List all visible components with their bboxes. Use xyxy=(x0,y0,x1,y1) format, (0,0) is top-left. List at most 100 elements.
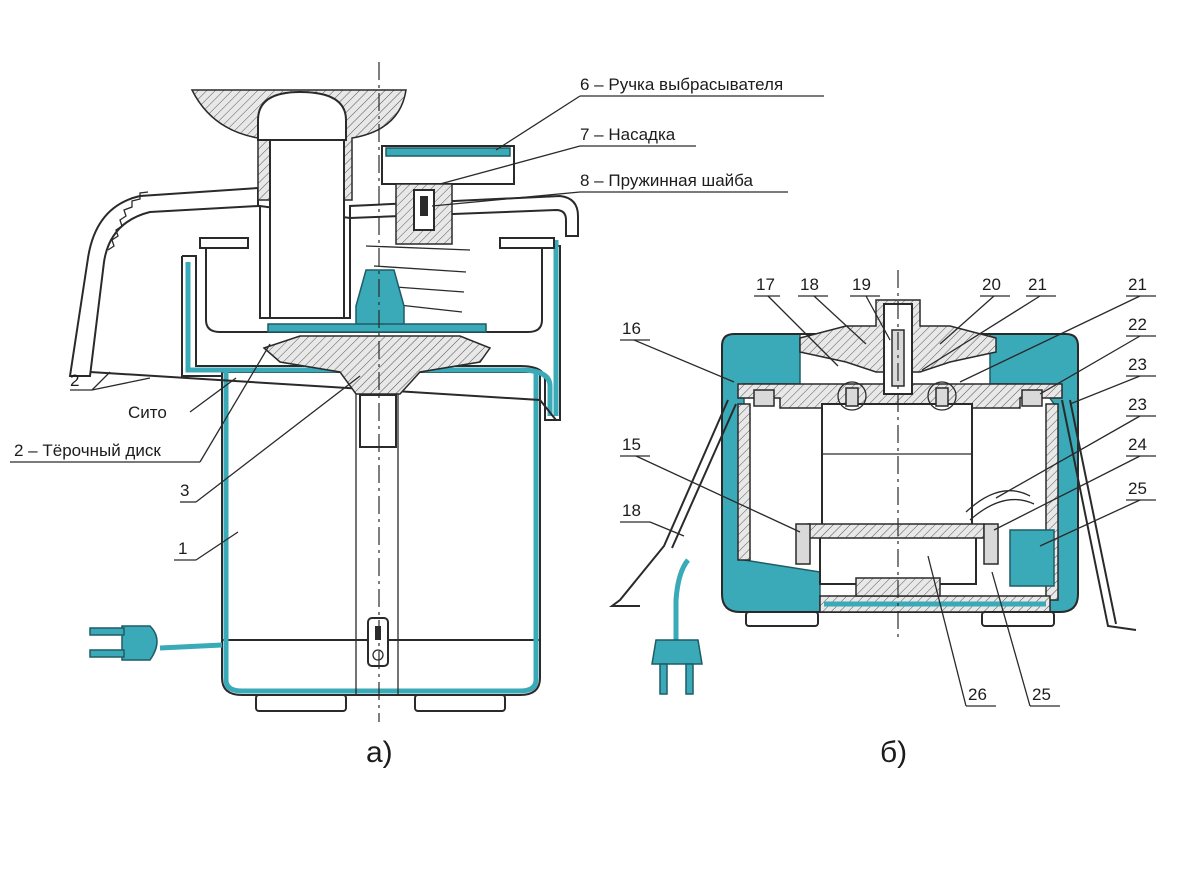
leader-22 xyxy=(1039,335,1141,395)
label-18-left: 18 xyxy=(622,501,641,520)
leader-7 xyxy=(439,145,581,185)
leader-19 xyxy=(865,295,891,341)
screw-left xyxy=(837,381,867,411)
wiring xyxy=(965,490,1035,521)
label-20: 20 xyxy=(982,275,1001,294)
leader-8 xyxy=(431,191,581,207)
leader-2a xyxy=(91,371,111,391)
label-sieve: Сито xyxy=(128,403,167,422)
label-nozzle: 7 – Насадка xyxy=(580,125,676,144)
sieve-rim-left xyxy=(199,237,249,249)
switch xyxy=(367,617,389,667)
bolt-15 xyxy=(795,523,811,565)
leader-26 xyxy=(927,555,967,707)
label-16: 16 xyxy=(622,319,641,338)
leader-17 xyxy=(767,295,839,367)
leader-25a xyxy=(1039,499,1141,547)
switch-slot xyxy=(375,626,381,640)
plug-b-prong-left xyxy=(659,663,668,695)
capacitor xyxy=(1009,529,1055,587)
screw-left-head xyxy=(845,387,859,407)
leader-25b xyxy=(991,571,1031,707)
leader-23b xyxy=(995,415,1141,499)
sieve-rim-right xyxy=(499,237,555,249)
feed-tube xyxy=(269,140,345,319)
drawing-a: 6 – Ручка выбрасывателя 7 – Насадка 8 – … xyxy=(10,62,824,769)
label-17: 17 xyxy=(756,275,775,294)
clamp-right xyxy=(1061,399,1137,631)
label-18-top: 18 xyxy=(800,275,819,294)
pusher-top xyxy=(257,90,347,141)
foot-right xyxy=(414,694,506,712)
label-25b: 25 xyxy=(1032,685,1051,704)
label-1: 1 xyxy=(178,539,187,558)
label-23a: 23 xyxy=(1128,355,1147,374)
label-22: 22 xyxy=(1128,315,1147,334)
spring-washer-core xyxy=(420,196,428,216)
plug-b xyxy=(651,639,703,665)
leader-2b xyxy=(91,377,151,391)
housing-b-left xyxy=(721,333,821,613)
label-21a: 21 xyxy=(1028,275,1047,294)
leader-16 xyxy=(633,339,735,383)
bolt-24 xyxy=(983,523,999,565)
label-26: 26 xyxy=(968,685,987,704)
collector-accent xyxy=(185,240,559,416)
leader-23a xyxy=(1069,375,1141,405)
ejector-handle-accent xyxy=(385,147,511,157)
housing-accent xyxy=(223,372,539,694)
sieve-slope xyxy=(89,371,557,421)
motor-stator xyxy=(821,403,973,533)
leader-15 xyxy=(635,455,801,533)
foot-b-right xyxy=(981,611,1055,627)
leader-18t xyxy=(813,295,867,345)
label-15: 15 xyxy=(622,435,641,454)
label-grater-disc: 2 – Тёрочный диск xyxy=(14,441,161,460)
caption-b: б) xyxy=(880,736,907,769)
grater-plate xyxy=(267,323,487,333)
housing-base xyxy=(221,639,541,696)
label-24: 24 xyxy=(1128,435,1147,454)
leader-24 xyxy=(993,455,1141,531)
label-19: 19 xyxy=(852,275,871,294)
label-3: 3 xyxy=(180,481,189,500)
foot-left xyxy=(255,694,347,712)
leader-21a xyxy=(921,295,1041,371)
grater-disc xyxy=(355,269,405,331)
label-2: 2 xyxy=(70,371,79,390)
label-21b: 21 xyxy=(1128,275,1147,294)
top-plate xyxy=(737,383,1063,409)
brush-block xyxy=(807,523,985,539)
label-23b: 23 xyxy=(1128,395,1147,414)
leader-6 xyxy=(495,95,581,151)
label-25a: 25 xyxy=(1128,479,1147,498)
foot-b-left xyxy=(745,611,819,627)
leader-18l xyxy=(649,521,685,537)
leader-sito xyxy=(189,377,237,413)
inner-wall-left xyxy=(737,403,751,561)
screw-right-head xyxy=(935,387,949,407)
shaft-coupling xyxy=(359,394,397,448)
plug-b-prong-right xyxy=(685,663,694,695)
pulp-hood xyxy=(68,186,259,377)
label-spring-washer: 8 – Пружинная шайба xyxy=(580,171,753,190)
plug-a xyxy=(121,625,158,661)
rotor-hub xyxy=(262,335,492,395)
housing-b-outline xyxy=(721,333,1079,613)
leader-2disk xyxy=(199,343,271,463)
leader-1 xyxy=(195,531,239,561)
screw-right xyxy=(927,381,957,411)
leader-20 xyxy=(939,295,995,345)
switch-knob xyxy=(372,649,384,661)
mount-right xyxy=(1021,389,1043,407)
caption-a: а) xyxy=(366,736,393,769)
mount-left xyxy=(753,389,775,407)
leader-21b xyxy=(959,295,1141,383)
pulp-hood-teeth xyxy=(107,191,149,251)
auger-blades xyxy=(365,245,471,313)
drawing-b: 17 18 19 20 21 21 16 22 23 23 15 24 18 2… xyxy=(609,270,1156,769)
plug-a-prong-bottom xyxy=(89,649,125,658)
plug-a-prong-top xyxy=(89,627,125,636)
clamp-left xyxy=(609,399,737,607)
